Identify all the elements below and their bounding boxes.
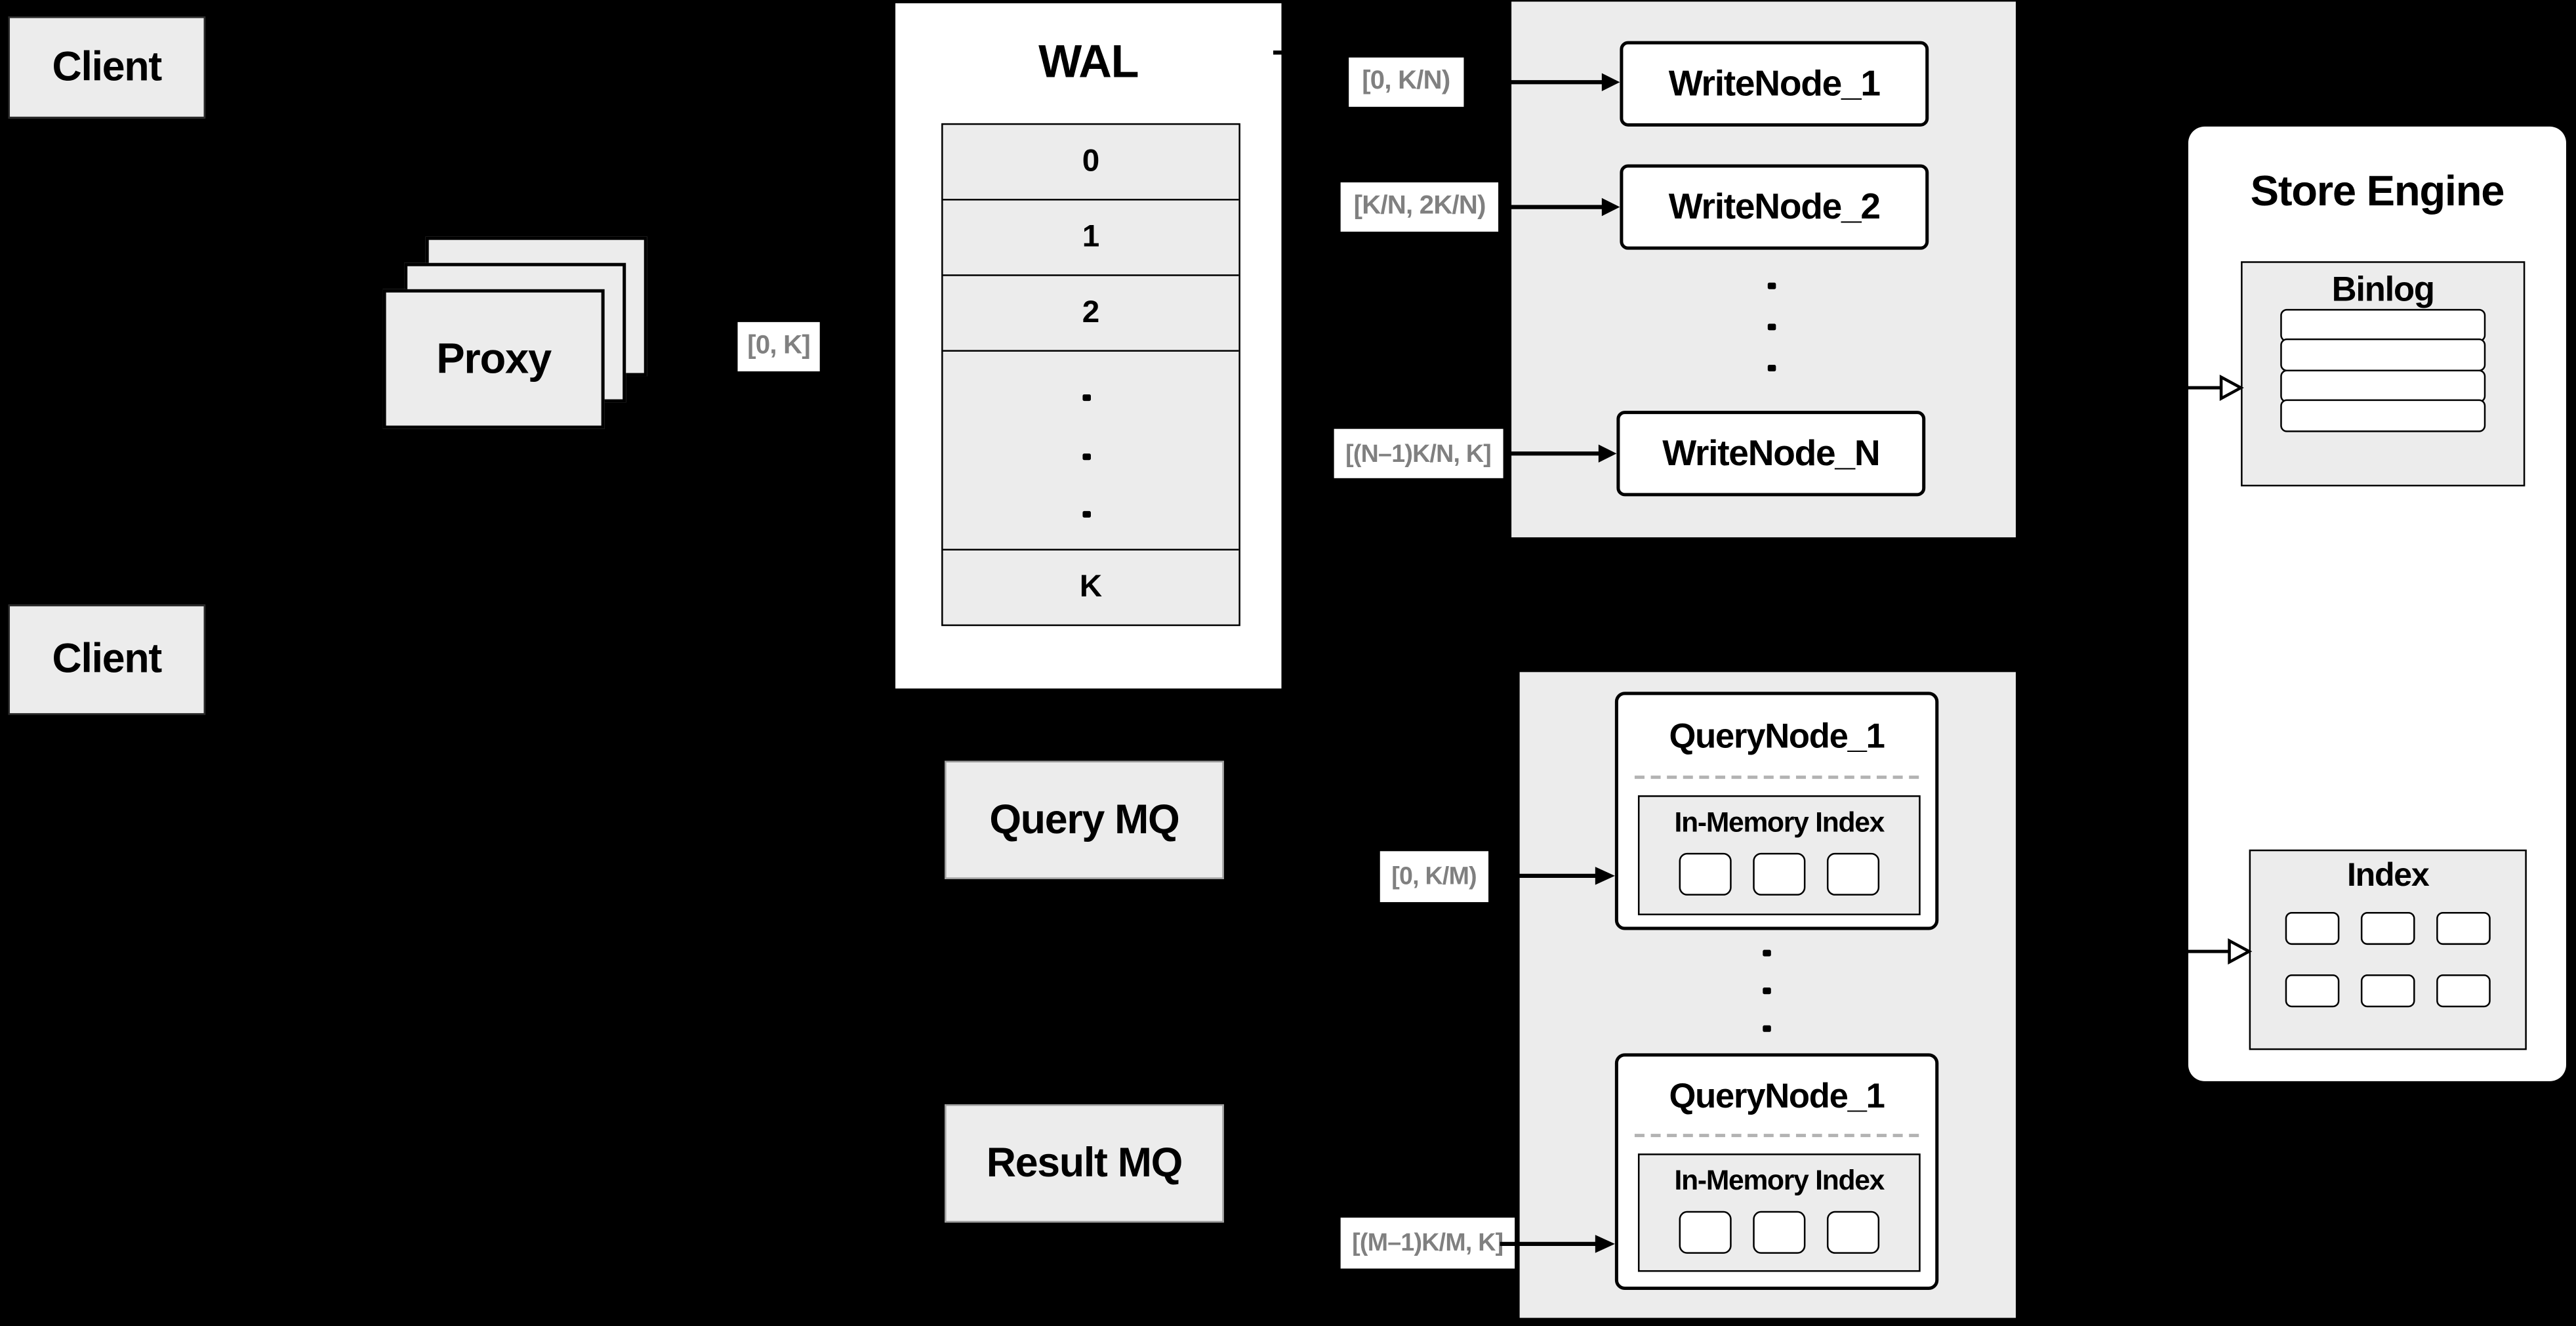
wal-card: WAL 0 1 2 K	[895, 3, 1282, 689]
index-cell	[2436, 974, 2491, 1008]
index-cell	[2360, 974, 2415, 1008]
binlog-row	[2280, 308, 2486, 341]
wal-row-1: 1	[943, 201, 1239, 276]
index-cell	[2285, 974, 2340, 1008]
segment-square	[1679, 852, 1732, 896]
binlog-box: Binlog	[2241, 261, 2525, 487]
query-node-dots	[1763, 1025, 1771, 1031]
range-label-query-m: [(M–1)K/M, K]	[1340, 1217, 1515, 1269]
client-bottom-box: Client	[8, 604, 206, 715]
binlog-row	[2280, 338, 2486, 372]
binlog-row	[2280, 399, 2486, 432]
proxy-label: Proxy	[436, 333, 552, 383]
range-label-write-1: [0, K/N)	[1349, 57, 1463, 107]
wal-row-ellipsis	[943, 352, 1239, 550]
wal-title: WAL	[1038, 36, 1139, 87]
in-memory-index-lower-title: In-Memory Index	[1674, 1165, 1885, 1197]
result-mq-box: Result MQ	[945, 1104, 1224, 1223]
index-box: Index	[2249, 849, 2527, 1050]
index-cell	[2285, 911, 2340, 945]
client-top-box: Client	[8, 16, 206, 119]
binlog-title: Binlog	[2331, 271, 2435, 309]
wal-table: 0 1 2 K	[941, 123, 1240, 627]
index-title: Index	[2346, 858, 2430, 894]
wal-row-k: K	[1079, 569, 1103, 604]
wal-dots	[1082, 394, 1091, 400]
query-node-upper: QueryNode_1 In-Memory Index	[1614, 692, 1939, 930]
range-label-proxy-wal: [0, K]	[737, 321, 820, 372]
segment-square	[1826, 1211, 1880, 1254]
write-node-dots	[1767, 364, 1776, 371]
write-node-dots	[1767, 282, 1776, 289]
segment-square	[1679, 1211, 1732, 1254]
query-node-lower: QueryNode_1 In-Memory Index	[1614, 1053, 1939, 1291]
segment-square	[1753, 1211, 1806, 1254]
index-cells	[2251, 911, 2525, 1008]
range-label-query-1: [0, K/M)	[1380, 851, 1488, 902]
client-top-label: Client	[52, 43, 163, 90]
proxy-box: Proxy	[382, 289, 605, 429]
write-node-n: WriteNode_N	[1616, 411, 1926, 497]
query-node-lower-title: QueryNode_1	[1669, 1077, 1885, 1116]
dashed-divider	[1634, 776, 1919, 779]
query-node-upper-title: QueryNode_1	[1669, 718, 1885, 756]
query-node-dots	[1763, 987, 1771, 993]
segment-squares	[1639, 852, 1919, 896]
write-node-1: WriteNode_1	[1620, 41, 1929, 127]
wal-row-2: 2	[943, 276, 1239, 352]
in-memory-index-upper-title: In-Memory Index	[1674, 806, 1885, 839]
store-engine-card: Store Engine Binlog Index	[2188, 126, 2566, 1081]
query-mq-box: Query MQ	[945, 760, 1224, 879]
store-engine-title: Store Engine	[2250, 165, 2505, 216]
range-label-write-n: [(N–1)K/N, K]	[1334, 428, 1503, 478]
write-node-dots	[1767, 323, 1776, 330]
query-node-dots	[1763, 949, 1771, 956]
client-bottom-label: Client	[52, 636, 163, 682]
write-node-2: WriteNode_2	[1620, 164, 1929, 250]
index-cell	[2360, 911, 2415, 945]
in-memory-index-lower: In-Memory Index	[1637, 1153, 1921, 1272]
index-cell	[2436, 911, 2491, 945]
range-label-write-2: [K/N, 2K/N)	[1340, 182, 1499, 232]
in-memory-index-upper: In-Memory Index	[1637, 795, 1921, 915]
binlog-row	[2280, 369, 2486, 402]
segment-square	[1753, 852, 1806, 896]
wal-dots	[1082, 453, 1091, 459]
segment-square	[1826, 852, 1880, 896]
dashed-divider	[1634, 1134, 1919, 1138]
wal-dots	[1082, 510, 1091, 517]
wal-row-0: 0	[943, 125, 1239, 201]
segment-squares	[1639, 1211, 1919, 1254]
